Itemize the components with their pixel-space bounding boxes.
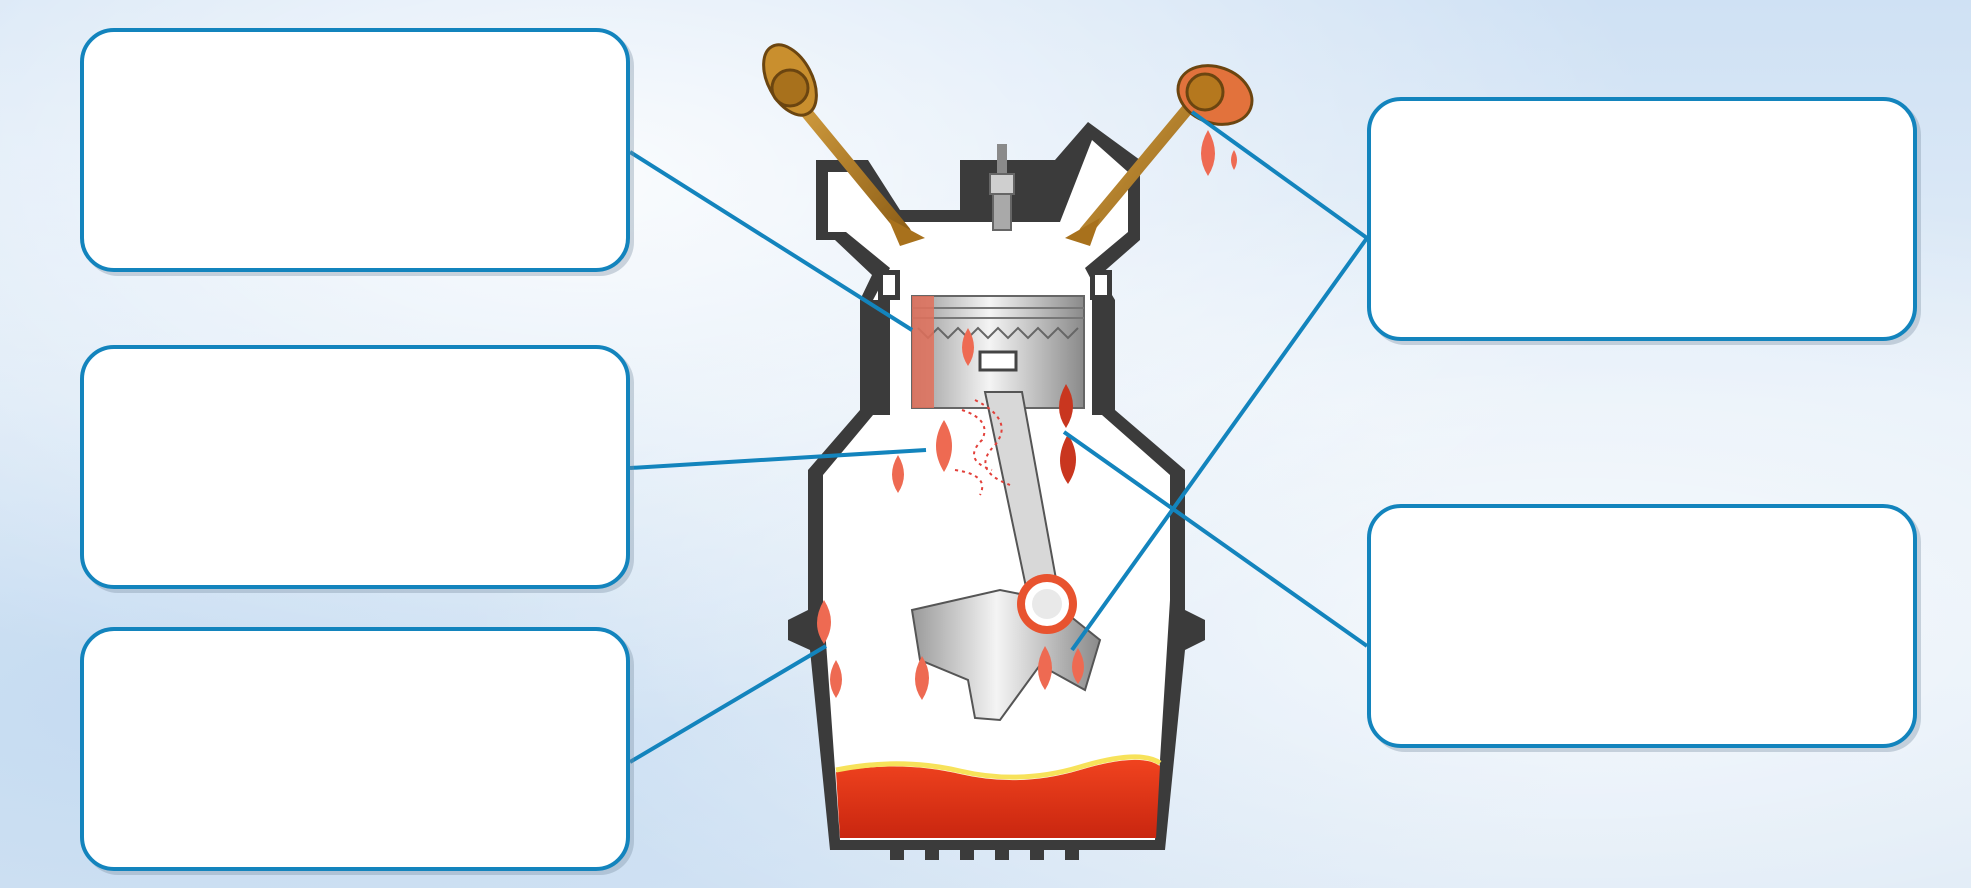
label-box-middle-left[interactable] — [80, 345, 630, 589]
leader-line-bottom-right — [1062, 430, 1369, 648]
exhaust-valve — [1065, 64, 1254, 246]
leader-line-top-right-b — [1070, 236, 1369, 652]
leader-line-bottom-left — [628, 644, 828, 764]
label-box-bottom-right[interactable] — [1367, 504, 1917, 748]
oil-sump — [836, 759, 1160, 838]
leader-line-top-left — [628, 150, 914, 332]
leader-line-middle-left — [629, 448, 927, 470]
cylinder-wall-right — [1092, 300, 1112, 415]
oil-mist — [954, 399, 1011, 496]
spark-plug — [989, 144, 1015, 231]
oil-drops — [817, 130, 1237, 700]
label-box-top-right[interactable] — [1367, 97, 1917, 341]
crankshaft — [910, 574, 1102, 722]
leader-line-top-right-a — [1190, 110, 1369, 240]
cylinder-wall-left — [870, 300, 890, 415]
label-box-top-left[interactable] — [80, 28, 630, 272]
intake-valve — [762, 43, 925, 246]
label-box-bottom-left[interactable] — [80, 627, 630, 871]
leader-lines — [628, 110, 1369, 764]
sump-ribs — [890, 848, 1079, 860]
piston — [911, 295, 1085, 409]
